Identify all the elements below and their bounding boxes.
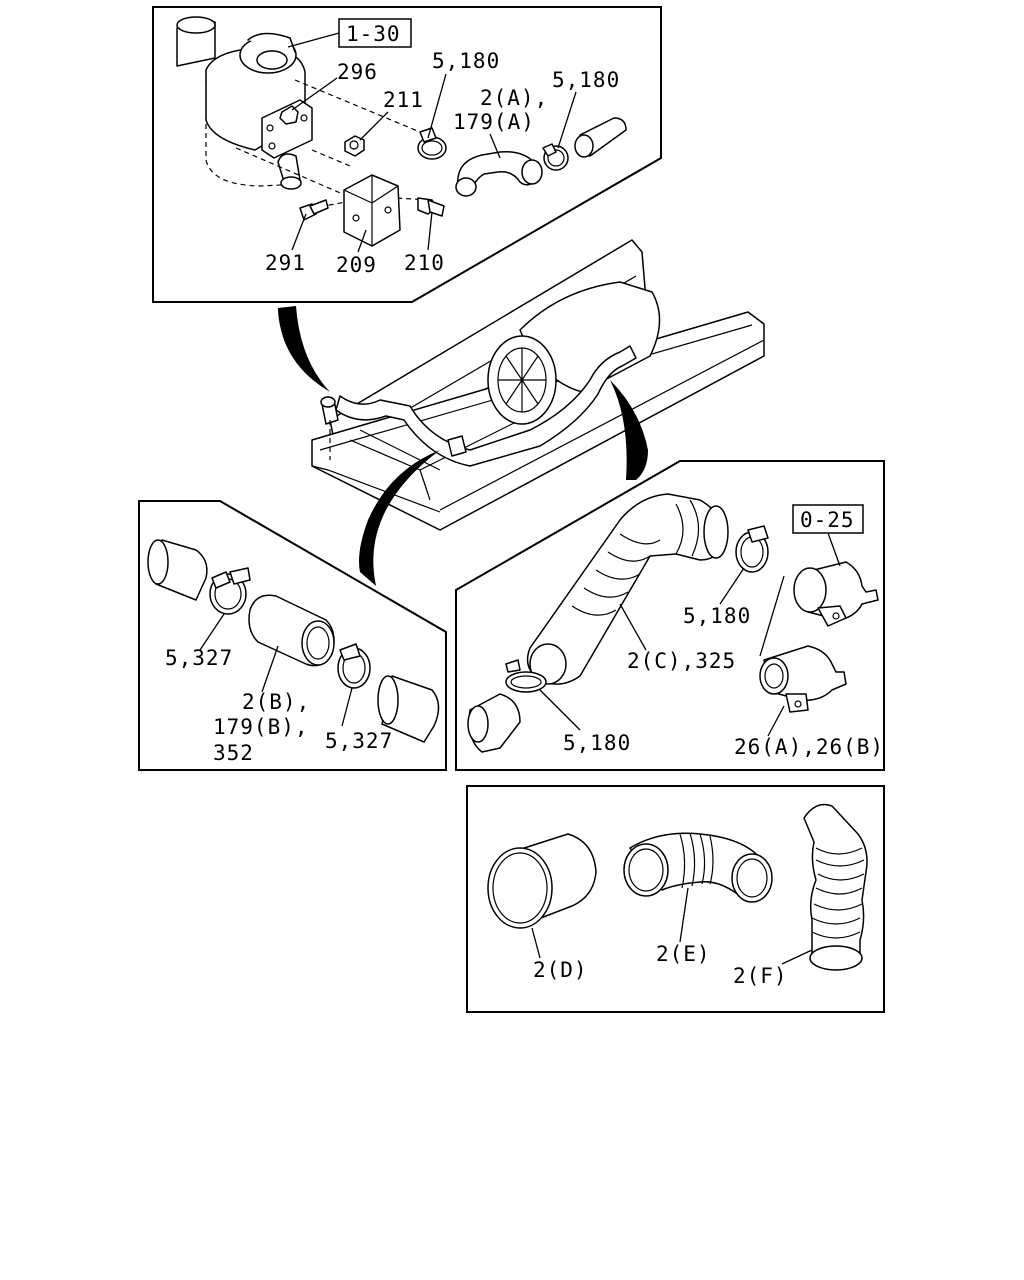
label-352: 352	[213, 741, 254, 765]
hose-clamp-e	[735, 525, 769, 573]
panel-right-hose-c: 0-25 5,180 2(C),325 5,180 26(A),26(B)	[455, 460, 885, 771]
label-179b: 179(B),	[213, 715, 309, 739]
panel-bottom-hose-variants: 2(D) 2(E) 2(F)	[466, 785, 885, 1013]
air-cleaner-body	[176, 16, 313, 190]
hose-2c	[526, 493, 729, 685]
label-211: 211	[383, 88, 424, 112]
label-5180-a: 5,180	[432, 49, 500, 73]
label-296: 296	[337, 60, 378, 84]
hose-2f	[803, 803, 868, 971]
hose-2e	[623, 832, 773, 903]
pipe-end-top	[574, 117, 627, 158]
bracket-209	[343, 174, 401, 247]
label-209: 209	[336, 253, 377, 277]
label-2c-325: 2(C),325	[627, 649, 736, 673]
label-5327-b: 5,327	[325, 729, 393, 753]
label-5180-d: 5,180	[563, 731, 631, 755]
hose-2b	[248, 594, 335, 667]
label-5327-a: 5,327	[165, 646, 233, 670]
label-ref-1-30: 1-30	[346, 22, 401, 46]
hose-2a	[455, 151, 543, 197]
callout-arrows	[278, 306, 648, 586]
pipe-end-lower	[467, 693, 521, 753]
pipe-end-right	[377, 675, 440, 743]
label-179a: 179(A)	[453, 110, 535, 134]
ref-box-1-30	[338, 18, 412, 48]
label-2e: 2(E)	[656, 942, 711, 966]
elbow-26	[759, 645, 847, 713]
hose-clamp-d	[337, 643, 371, 689]
label-26ab: 26(A),26(B)	[734, 735, 884, 759]
air-inlet-connector-0-25	[793, 561, 879, 627]
hose-clamp-a	[417, 127, 447, 160]
label-210: 210	[404, 251, 445, 275]
panel-top-air-cleaner: 1-30 296 211 5,180 2(A), 179(A) 5,180 29…	[152, 6, 662, 303]
chassis-frame-assembly	[311, 239, 765, 531]
label-5180-b: 5,180	[552, 68, 620, 92]
panel-left-hose-b: 5,327 2(B), 179(B), 352 5,327	[138, 500, 447, 771]
ref-box-0-25	[792, 504, 864, 534]
hose-clamp-f	[505, 659, 547, 693]
label-2a: 2(A),	[480, 86, 548, 110]
label-2d: 2(D)	[533, 958, 588, 982]
pipe-end-left	[147, 539, 208, 601]
label-5180-c: 5,180	[683, 604, 751, 628]
hose-2d	[487, 833, 597, 929]
label-2b: 2(B),	[242, 690, 310, 714]
label-291: 291	[265, 251, 306, 275]
hose-clamp-c	[209, 567, 251, 615]
label-2f: 2(F)	[733, 964, 788, 988]
hose-clamp-b	[542, 143, 569, 171]
nut-211	[344, 135, 365, 157]
label-ref-0-25: 0-25	[800, 508, 855, 532]
bolt-291	[299, 199, 329, 221]
